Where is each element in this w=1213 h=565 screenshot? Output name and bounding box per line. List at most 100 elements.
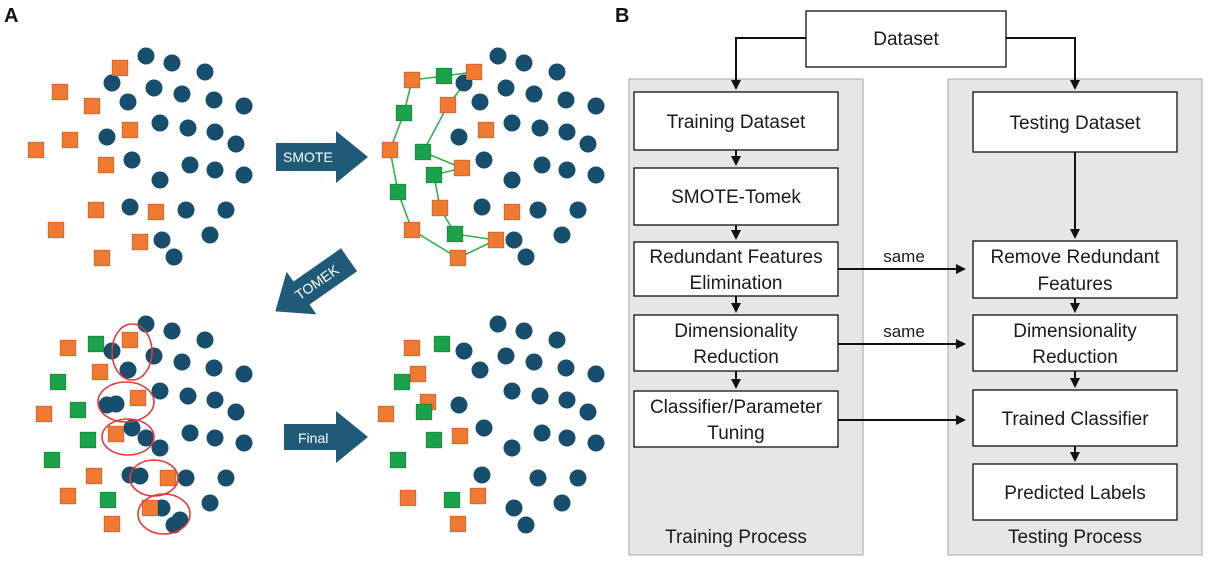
minority-sample xyxy=(449,515,467,533)
minority-sample xyxy=(121,121,139,139)
synthetic-sample xyxy=(433,335,451,353)
majority-sample xyxy=(533,156,551,174)
synthetic-sample xyxy=(389,451,407,469)
majority-sample xyxy=(181,424,199,442)
redundant-features-line2: Elimination xyxy=(690,273,783,294)
majority-sample xyxy=(121,198,139,216)
majority-sample xyxy=(173,85,191,103)
smote-arrow: SMOTE xyxy=(276,131,368,183)
majority-sample xyxy=(558,429,576,447)
dimred-test-line1: Dimensionality xyxy=(1013,321,1137,342)
synthetic-sample xyxy=(446,225,464,243)
minority-sample xyxy=(121,331,139,349)
minority-sample xyxy=(47,221,65,239)
majority-sample xyxy=(177,469,195,487)
synthetic-sample xyxy=(415,403,433,421)
synthetic-sample xyxy=(79,431,97,449)
smote-tomek-box: SMOTE-Tomek xyxy=(633,167,839,226)
testing-dataset-box: Testing Dataset xyxy=(972,91,1178,153)
minority-sample xyxy=(35,405,53,423)
training-dataset-label: Training Dataset xyxy=(667,112,806,133)
tomek-link-ellipse xyxy=(97,381,155,423)
majority-sample xyxy=(515,322,533,340)
minority-sample xyxy=(91,363,109,381)
dimred-test-line2: Reduction xyxy=(1032,347,1118,368)
majority-sample xyxy=(235,365,253,383)
majority-sample xyxy=(171,511,189,529)
predicted-labels-label: Predicted Labels xyxy=(1004,483,1146,504)
minority-sample xyxy=(131,233,149,251)
majority-sample xyxy=(145,79,163,97)
remove-redundant-features-box: Remove Redundant Features xyxy=(972,240,1178,299)
majority-sample xyxy=(473,198,491,216)
majority-sample xyxy=(489,47,507,65)
majority-sample xyxy=(235,97,253,115)
testing-dataset-label: Testing Dataset xyxy=(1010,113,1142,134)
minority-sample xyxy=(377,405,395,423)
minority-sample xyxy=(61,131,79,149)
classifier-tuning-box: Classifier/Parameter Tuning xyxy=(633,390,839,448)
tomek-link-ellipse xyxy=(101,418,155,456)
majority-sample xyxy=(497,79,515,97)
tomek-link-ellipse xyxy=(111,323,153,381)
minority-sample xyxy=(477,121,495,139)
synthetic-sample xyxy=(443,491,461,509)
minority-sample xyxy=(451,427,469,445)
training-process-label: Training Process xyxy=(665,527,807,548)
synthetic-sample xyxy=(87,335,105,353)
panel-b-letter: B xyxy=(615,5,629,27)
minority-sample xyxy=(59,339,77,357)
tomek-arrow: TOMEK xyxy=(275,248,358,315)
smote-arrow-label: SMOTE xyxy=(283,149,333,165)
majority-sample xyxy=(569,469,587,487)
majority-sample xyxy=(145,347,163,365)
synthetic-sample xyxy=(99,491,117,509)
majority-sample xyxy=(103,74,121,92)
majority-sample xyxy=(123,151,141,169)
synthetic-sample xyxy=(435,67,453,85)
minority-sample xyxy=(111,59,129,77)
minority-sample xyxy=(59,487,77,505)
majority-sample xyxy=(163,54,181,72)
majority-sample xyxy=(489,315,507,333)
final-arrow-label: Final xyxy=(298,430,328,446)
majority-sample xyxy=(557,359,575,377)
scatter-tomek-links xyxy=(35,315,253,535)
majority-sample xyxy=(587,97,605,115)
majority-sample xyxy=(529,201,547,219)
minority-sample xyxy=(399,489,417,507)
majority-sample xyxy=(553,226,571,244)
panel-b: B Training Process Testing Process same … xyxy=(615,5,1203,556)
remove-redundant-line2: Features xyxy=(1038,274,1113,295)
dataset-box: Dataset xyxy=(805,10,1007,68)
majority-sample xyxy=(201,494,219,512)
majority-sample xyxy=(505,231,523,249)
majority-sample xyxy=(515,54,533,72)
final-arrow: Final xyxy=(284,411,368,463)
majority-sample xyxy=(503,114,521,132)
majority-sample xyxy=(497,347,515,365)
minority-sample xyxy=(85,467,103,485)
panel-a-letter: A xyxy=(4,5,18,27)
minority-sample xyxy=(129,389,147,407)
majority-sample xyxy=(196,331,214,349)
trained-classifier-box: Trained Classifier xyxy=(972,389,1178,447)
majority-sample xyxy=(137,429,155,447)
dimred-train-line1: Dimensionality xyxy=(674,321,798,342)
minority-sample xyxy=(469,487,487,505)
majority-sample xyxy=(548,331,566,349)
minority-sample xyxy=(93,249,111,267)
majority-sample xyxy=(531,119,549,137)
minority-sample xyxy=(381,141,399,159)
dataset-label: Dataset xyxy=(873,29,939,50)
majority-sample xyxy=(179,119,197,137)
testing-process-label: Testing Process xyxy=(1008,527,1142,548)
majority-sample xyxy=(503,382,521,400)
majority-sample xyxy=(450,128,468,146)
majority-sample xyxy=(177,201,195,219)
scatter-after-smote xyxy=(381,47,605,267)
synthetic-sample xyxy=(49,373,67,391)
minority-sample xyxy=(403,339,421,357)
majority-sample xyxy=(151,114,169,132)
predicted-labels-box: Predicted Labels xyxy=(972,463,1178,521)
